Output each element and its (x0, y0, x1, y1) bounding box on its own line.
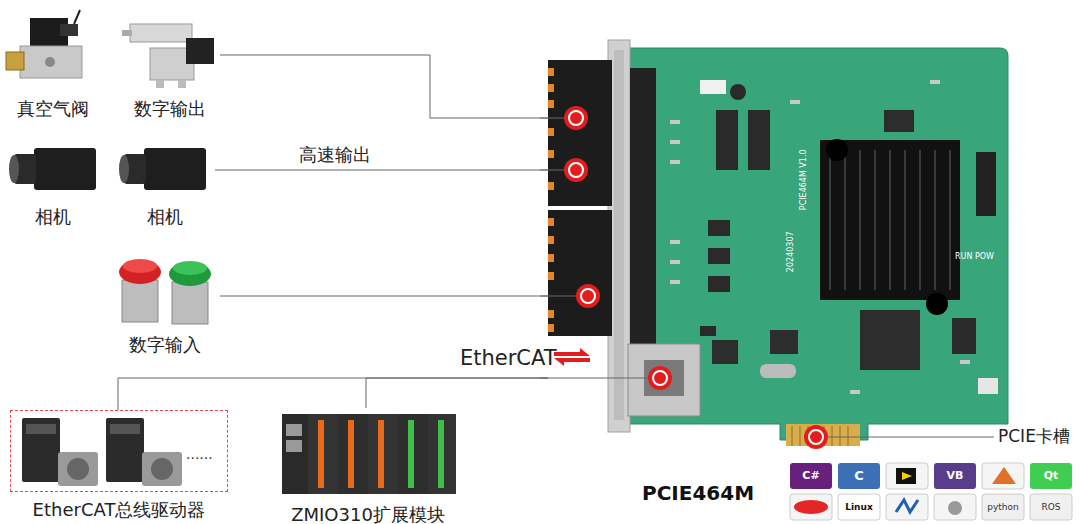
node-caption: 相机 (35, 206, 71, 228)
ethercat-arrow (554, 348, 590, 366)
software-logos (790, 463, 1072, 520)
io-module-picture (282, 414, 456, 494)
board-picture (548, 40, 1008, 446)
valve-device: 真空气阀 (5, 10, 100, 120)
button-picture (119, 259, 211, 324)
camera-picture (9, 148, 206, 190)
callout-label: PCIE卡槽 (998, 426, 1070, 446)
software-logo: ROS (1041, 502, 1060, 513)
node-caption: 相机 (147, 206, 183, 228)
valve-picture (6, 10, 82, 78)
software-logo: C (854, 468, 864, 484)
ellipsis: ...... (186, 446, 213, 463)
output-device: 数字输出 (120, 10, 220, 120)
connector-line (118, 378, 548, 410)
input-device: 数字输入 (110, 250, 220, 356)
software-logo: Linux (845, 502, 872, 513)
camera-device: 相机 (115, 140, 215, 228)
io-module: ZMIO310扩展模块 (278, 408, 458, 498)
software-logo: Qt (1044, 469, 1059, 482)
node-caption: 数字输入 (129, 334, 201, 356)
connector-line (366, 378, 548, 408)
node-caption: 真空气阀 (17, 98, 89, 120)
node-caption: 数字输出 (134, 98, 206, 120)
connector-line (220, 55, 548, 118)
camera-device: 相机 (5, 140, 100, 228)
bus-logo: EtherCAT (460, 346, 557, 371)
edge-label: 高速输出 (297, 144, 373, 166)
cylinder-picture (122, 24, 214, 88)
software-logo: C# (802, 469, 819, 482)
board-marking: PCIE464M V1.0 (798, 150, 808, 211)
node-caption: EtherCAT总线驱动器 (33, 499, 206, 521)
software-logo: VB (947, 469, 964, 482)
connector-line (220, 296, 548, 297)
node-caption: ZMIO310扩展模块 (291, 504, 445, 524)
software-logo: python (987, 502, 1018, 513)
board-marking: 20240307 (785, 232, 795, 273)
board-marking: RUN POW (955, 252, 994, 262)
connector-line (215, 170, 548, 171)
marker-dot (564, 106, 828, 449)
drive-picture (22, 418, 182, 486)
node-caption: PCIE464M (642, 481, 754, 505)
motion-card: PCIE464M (548, 45, 1010, 507)
